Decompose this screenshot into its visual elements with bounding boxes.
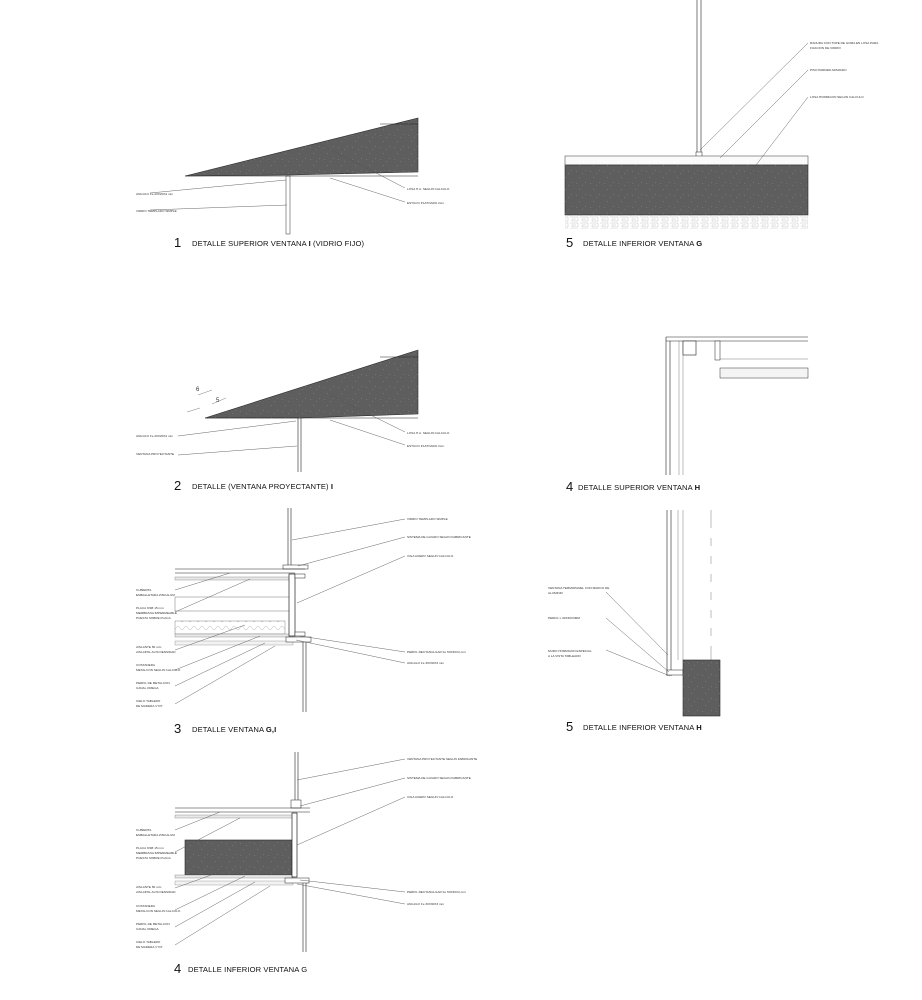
d5h-note-1: ALUMINIO	[548, 591, 564, 595]
detail-5g-drawing	[564, 0, 809, 229]
detail-2-drawing: 6 5	[177, 349, 419, 472]
d5g-note-2: PISO PARDER APARADO	[810, 68, 847, 72]
d4g-note-right-3: PERFIL RECTANGULAR Fe 50X30X2 mm	[407, 890, 466, 894]
d4g-note-left-2: PLACA OSB 15 mm	[136, 846, 164, 850]
d4g-note-left-10: CANAL OMEGA	[136, 927, 160, 931]
d2-number: 2	[174, 478, 181, 493]
d2-caption: DETALLE (VENTANA PROYECTANTE) I	[192, 482, 333, 491]
d1-note-right-1: ESTUCO PLATOADO 2cm	[407, 201, 444, 205]
detail-1-drawing	[149, 117, 419, 235]
d4g-note-right-0: VENTANA PROYECTANTE SEGUN FABRICANTE	[407, 757, 477, 761]
d5h-note-2: PERFIL L 30X30X3MM	[548, 616, 580, 620]
d4g-note-right-4: ANGULO Fe 30X30X3 mm	[407, 902, 445, 906]
d3-note-left-5: AISLANTE 50 mm	[136, 645, 162, 649]
d3-note-left-1: EMBALLETADA ZINCALUM	[136, 593, 175, 597]
detail-5h-drawing	[605, 510, 721, 717]
d5g-note-0: RANURA CON TOPE DE GOMA EN LOSA PARA	[810, 41, 879, 45]
d4h-number: 4	[566, 479, 573, 494]
detail-4g-drawing	[174, 752, 406, 952]
d4g-number: 4	[174, 961, 181, 976]
d5g-number: 5	[566, 235, 573, 250]
d5h-note-3: MURO HORMIGON ESPECIAL	[548, 649, 592, 653]
d4g-note-left-11: CIELO TABLERO	[136, 940, 161, 944]
d4g-note-left-0: CUBIERTA	[136, 828, 152, 832]
d5h-caption: DETALLE INFERIOR VENTANA H	[583, 723, 702, 732]
d4g-note-left-9: PERFIL DE METALCON	[136, 922, 170, 926]
d1-note-left-1: VIDRIO TEMPLADO SIMPLE	[136, 209, 177, 213]
d3-note-right-2: VIGA ACERO SEGUN CALCULO	[407, 554, 454, 558]
d4g-note-left-5: AISLANTE 50 mm	[136, 885, 162, 889]
d2-note-left-0: ANGULO Fe 20X20X4 mm	[136, 434, 174, 438]
d5h-note-0: VENTANA TERMOPANEL CON MARCO DE	[548, 586, 609, 590]
d4g-note-left-12: DE MADERA 1"X3"	[136, 945, 163, 949]
d1-note-right-0: LOSA H.A. SEGUN CALCULO	[407, 187, 450, 191]
d3-note-right-4: ANGULO Fe 30X30X3 mm	[407, 661, 445, 665]
detail-3-drawing	[174, 508, 406, 712]
d3-note-left-0: CUBIERTA	[136, 588, 152, 592]
d3-note-left-10: CANAL OMEGA	[136, 686, 160, 690]
d4g-note-left-1: EMBALLETADA ZINCALUM	[136, 833, 175, 837]
d5g-note-3: LOSA HORMIGON SEGUN CALCULO	[810, 95, 864, 99]
d4g-note-right-2: VIGA ACERO SEGUN CALCULO	[407, 795, 454, 799]
d1-note-left-0: ANGULO Fe 20X20X4 mm	[136, 192, 174, 196]
d4g-note-left-4: PUESTA SOBRE PLACA	[136, 856, 172, 860]
d3-note-left-6: AISLAPOL ALTA DENSIDAD	[136, 650, 176, 654]
d4g-caption: DETALLE INFERIOR VENTANA G	[188, 965, 307, 974]
d3-note-left-9: PERFIL DE METALCON	[136, 681, 170, 685]
d5h-number: 5	[566, 719, 573, 734]
d3-note-right-0: VIDRIO TEMPLADO SIMPLE	[407, 517, 448, 521]
d2-dim-6: 6	[196, 387, 200, 393]
d4g-note-right-1: SISTEMA DE GUIADO SEGUN FABRICANTE	[407, 776, 471, 780]
d5g-note-1: FIJACION DE VIDRIO	[810, 46, 841, 50]
d3-note-left-2: PLACA OSB 15 mm	[136, 606, 164, 610]
d3-note-left-7: COSTANERA	[136, 663, 156, 667]
d3-note-left-11: CIELO TABLERO	[136, 699, 161, 703]
d4h-caption: DETALLE SUPERIOR VENTANA H	[578, 483, 700, 492]
d3-number: 3	[174, 721, 181, 736]
d4g-note-left-3: MEMBRANA IMPERMEABLE	[136, 851, 177, 855]
d1-number: 1	[174, 235, 181, 250]
d1-caption: DETALLE SUPERIOR VENTANA I (VIDRIO FIJO)	[192, 239, 364, 248]
d2-note-left-1: VENTANA PROYECTANTE	[136, 452, 174, 456]
d4g-note-left-8: METALCON SEGUN CALCULO	[136, 909, 181, 913]
d3-note-left-12: DE MADERA 1"X3"	[136, 704, 163, 708]
d2-dim-5: 5	[216, 398, 220, 404]
detail-4h-drawing	[665, 336, 809, 475]
d4g-note-left-6: AISLAPOL ALTA DENSIDAD	[136, 890, 176, 894]
d4g-note-left-7: COSTANERA	[136, 904, 156, 908]
d3-note-left-3: MEMBRANA IMPERMEABLE	[136, 611, 177, 615]
d2-note-right-1: ESTUCO PLATOADO 2cm.	[407, 444, 445, 448]
d5h-note-4: A LA VISTA TABLEADO	[548, 654, 581, 658]
d3-note-left-8: METALCON SEGUN CALCULO	[136, 668, 181, 672]
d5g-caption: DETALLE INFERIOR VENTANA G	[583, 239, 702, 248]
d2-note-right-0: LOSA H.A. SEGUN CALCULO	[407, 431, 450, 435]
d3-note-right-3: PERFIL RECTANGULAR Fe 50X30X2 mm	[407, 650, 466, 654]
d3-note-left-4: PUESTA SOBRE PLACA	[136, 616, 172, 620]
d3-note-right-1: SISTEMA DE GUIADO SEGUN FABRICANTE	[407, 535, 471, 539]
d3-caption: DETALLE VENTANA G,I	[192, 725, 276, 734]
